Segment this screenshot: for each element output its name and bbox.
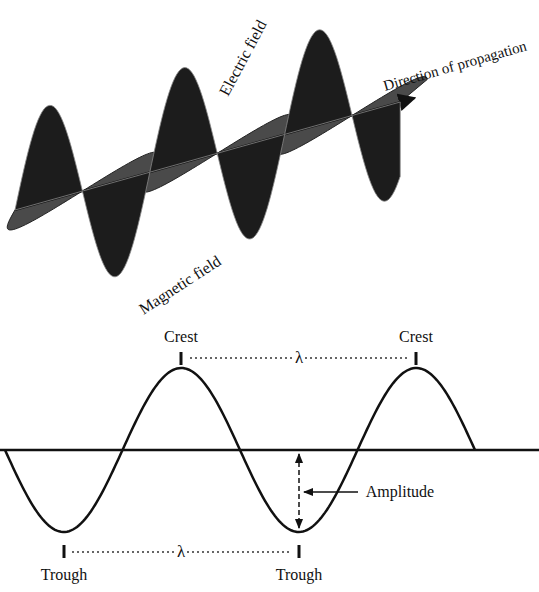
wavelength-symbol: λ xyxy=(293,349,305,368)
em-wave xyxy=(7,30,427,277)
electric-lobe xyxy=(15,105,82,210)
crest-label: Crest xyxy=(397,328,435,346)
electric-lobe xyxy=(352,102,400,201)
crest-label: Crest xyxy=(162,328,200,346)
sine-wave xyxy=(0,352,539,558)
electric-lobe xyxy=(150,68,217,173)
crest-tick xyxy=(180,352,183,365)
crest-tick xyxy=(415,352,418,365)
trough-tick xyxy=(63,545,66,558)
leader-line xyxy=(304,491,358,493)
amplitude-arrow xyxy=(298,454,300,528)
electric-lobe xyxy=(217,134,284,239)
trough-label: Trough xyxy=(274,566,325,584)
wavelength-symbol: λ xyxy=(175,543,187,562)
field-label: Electric field xyxy=(215,15,271,100)
electric-lobe xyxy=(285,30,352,135)
amplitude-label: Amplitude xyxy=(364,483,436,501)
trough-label: Trough xyxy=(39,566,90,584)
baseline xyxy=(0,449,539,452)
trough-tick xyxy=(298,545,301,558)
direction-label: Direction of propagation xyxy=(380,37,531,95)
field-label: Magnetic field xyxy=(134,251,226,319)
electric-lobe xyxy=(82,172,149,277)
